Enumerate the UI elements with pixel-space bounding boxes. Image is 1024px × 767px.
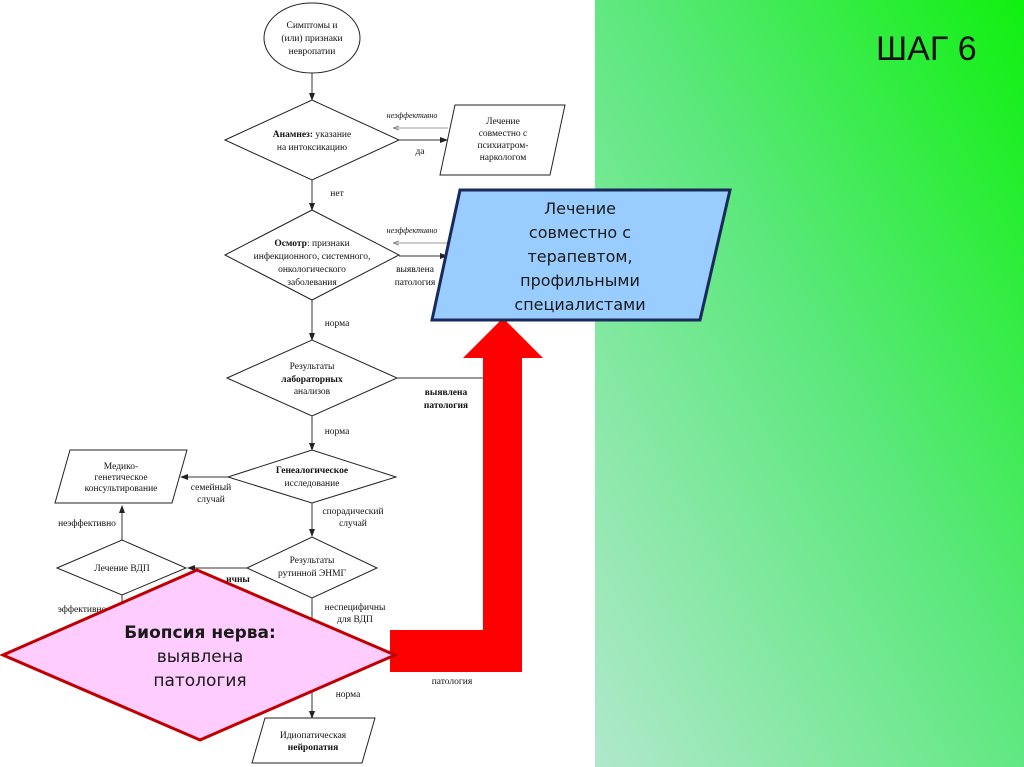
label-ineffective: неэффективно (387, 111, 438, 120)
start-text: (или) признаки (281, 33, 342, 44)
box-text: нейропатия (288, 742, 338, 753)
lab-text: Результаты (290, 362, 335, 372)
vdp-treatment-decision: Лечение ВДП (55, 539, 188, 596)
label-pathology: выявлена (396, 265, 435, 275)
label-norm: норма (336, 690, 361, 700)
biopsy-text: патология (153, 671, 246, 691)
label-no: нет (330, 189, 344, 199)
label-yes: да (415, 147, 425, 157)
therapist-text: Лечение (544, 199, 616, 218)
box-text: совместно с (479, 129, 528, 139)
start-text: невропатии (289, 47, 336, 57)
genealogy-decision: Генеалогическое исследование (226, 449, 398, 504)
label-effective: эффективно (58, 604, 107, 615)
label-nonspecific: неспецифичны (325, 602, 386, 613)
label-norm: норма (325, 319, 350, 329)
enmg-text: рутинной ЭНМГ (278, 568, 347, 579)
therapist-text: терапевтом, (527, 247, 632, 266)
lab-text: анализов (294, 387, 331, 397)
red-arrow (390, 318, 543, 672)
label-pathology: патология (432, 677, 473, 687)
box-text: генетическое (94, 473, 147, 483)
label-pathology: патология (395, 278, 436, 288)
genetic-counseling-box: Медико- генетическое консультирование (54, 449, 188, 504)
start-text: Симптомы и (287, 21, 338, 31)
box-text: Идиопатическая (280, 731, 347, 741)
label-pathology: выявлена (425, 388, 468, 398)
label-ineffective: неэффективно (387, 226, 438, 235)
exam-decision: Осмотр: признаки инфекционного, системно… (223, 209, 401, 301)
idiopathic-box: Идиопатическая нейропатия (251, 717, 376, 764)
green-panel (595, 0, 1024, 767)
biopsy-diamond: Биопсия нерва: выявлена патология (0, 568, 399, 742)
label-family: семейный (191, 482, 231, 493)
box-text: психиатром- (478, 141, 529, 151)
exam-text: Осмотр: признаки (274, 239, 349, 249)
exam-text: онкологического (278, 265, 346, 275)
therapist-text: профильными (520, 271, 640, 290)
box-text: Лечение (486, 117, 520, 127)
label-nonspecific: для ВДП (337, 615, 373, 625)
exam-text: заболевания (287, 277, 337, 288)
therapist-text: совместно с (529, 223, 631, 242)
biopsy-title: Биопсия нерва: (124, 623, 276, 643)
lab-decision: Результаты лабораторных анализов (225, 339, 399, 417)
label-typical: ичны (226, 575, 250, 585)
box-text: консультирование (85, 484, 158, 494)
genealogy-text: Генеалогическое (276, 466, 348, 476)
biopsy-text: выявлена (157, 647, 244, 667)
box-text: наркологом (480, 153, 527, 163)
anamnesis-decision: Анамнез: указание на интоксикацию (223, 99, 401, 181)
enmg-text: Результаты (290, 556, 335, 566)
exam-text: инфекционного, системного, (254, 251, 371, 262)
label-norm: норма (325, 427, 350, 437)
vdp-text: Лечение ВДП (94, 564, 150, 574)
lab-text: лабораторных (281, 374, 343, 385)
label-family: случай (197, 494, 225, 505)
enmg-decision: Результаты рутинной ЭНМГ (245, 536, 379, 599)
genealogy-text: исследование (285, 479, 340, 489)
box-text: Медико- (104, 462, 138, 472)
anamnesis-text: Анамнез: указание (273, 130, 351, 140)
therapist-text: специалистами (514, 295, 645, 314)
psychiatrist-box: Лечение совместно с психиатром- нарколог… (439, 104, 566, 176)
label-pathology: патология (424, 401, 468, 411)
step-title: ШАГ 6 (876, 30, 977, 68)
anamnesis-text: на интоксикацию (277, 143, 347, 153)
start-node: Симптомы и (или) признаки невропатии (263, 2, 361, 74)
label-ineffective: неэффективно (58, 518, 116, 529)
label-sporadic: случай (339, 518, 367, 529)
therapist-box: Лечение совместно с терапевтом, профильн… (430, 188, 732, 322)
label-sporadic: спорадический (322, 506, 383, 517)
